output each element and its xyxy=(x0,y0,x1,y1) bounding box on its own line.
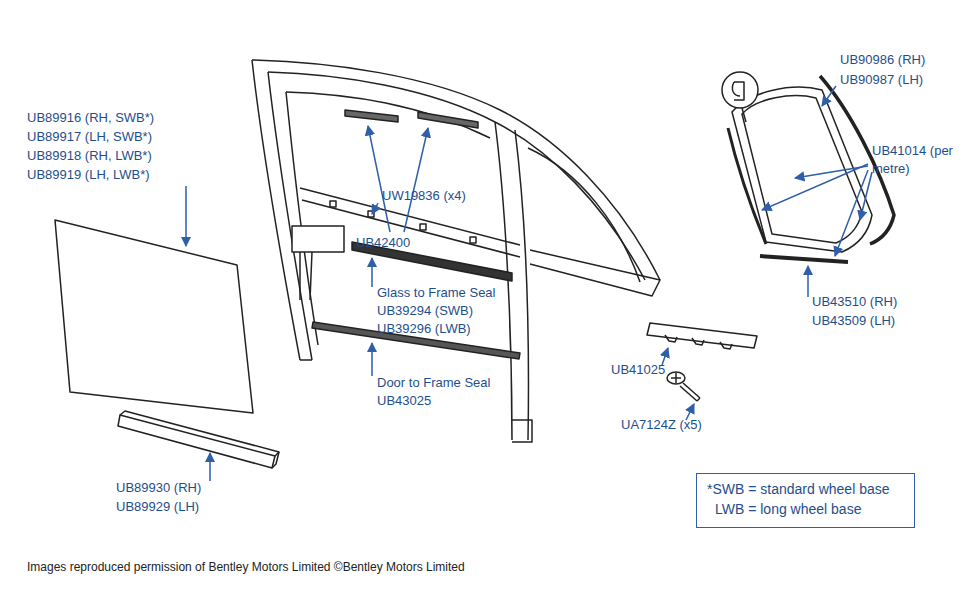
leader-line xyxy=(209,453,211,481)
leader-lines xyxy=(186,86,872,481)
frame-post xyxy=(286,92,318,345)
leader-line xyxy=(807,266,809,297)
part-label: Glass to Frame Seal xyxy=(377,284,496,302)
leader-line xyxy=(371,343,373,376)
leader-line xyxy=(372,203,378,214)
retainer-strip xyxy=(647,323,757,348)
part-label: UB89918 (RH, LWB*) xyxy=(27,147,152,165)
top-seal xyxy=(418,112,478,128)
mechanism xyxy=(292,226,344,252)
leader-line xyxy=(762,164,868,210)
screw xyxy=(671,373,681,383)
leader-line xyxy=(835,170,868,256)
frame-arm xyxy=(530,250,660,296)
copyright-note: Images reproduced permission of Bentley … xyxy=(27,558,465,576)
b-pillar-foot xyxy=(512,420,532,442)
frame-top xyxy=(286,92,490,138)
part-label: UB90987 (LH) xyxy=(840,71,923,89)
mechanism xyxy=(300,252,312,300)
part-label: UB39296 (LWB) xyxy=(377,320,471,338)
part-label: UB41025 xyxy=(611,361,665,379)
part-label: UB43510 (RH) xyxy=(812,293,897,311)
top-seal xyxy=(345,110,398,122)
leader-line xyxy=(371,258,373,287)
part-label: UB89919 (LH, LWB*) xyxy=(27,166,150,184)
frame-post xyxy=(268,72,312,360)
part-label: UB90986 (RH) xyxy=(840,51,925,69)
part-label: UB39294 (SWB) xyxy=(377,302,473,320)
part-label: UB89930 (RH) xyxy=(116,479,201,497)
line-art xyxy=(55,60,894,468)
frame-top xyxy=(268,72,645,280)
quarter-seal-bottom xyxy=(760,256,848,262)
frame-post xyxy=(300,359,312,361)
b-pillar xyxy=(515,130,528,440)
screw xyxy=(680,383,700,401)
legend-text: *SWB = standard wheel base xyxy=(707,479,904,499)
clip-hole xyxy=(330,201,336,207)
glass-channel-top xyxy=(120,411,279,456)
section-glyph xyxy=(732,82,744,100)
part-label: UB43509 (LH) xyxy=(812,312,895,330)
clip-hole xyxy=(420,224,426,230)
leader-line xyxy=(404,128,428,232)
quarter-glass xyxy=(732,87,872,252)
part-label: UB43025 xyxy=(377,392,431,410)
door-glass xyxy=(55,220,253,413)
section-circle xyxy=(722,72,758,108)
retainer-strip xyxy=(665,335,732,349)
section-leader xyxy=(742,108,746,122)
part-label: UB89929 (LH) xyxy=(116,498,199,516)
legend-text: LWB = long wheel base xyxy=(707,499,904,519)
leader-line xyxy=(860,172,872,220)
part-label: UA7124Z (x5) xyxy=(621,416,702,434)
leader-line xyxy=(368,126,390,232)
part-label: Door to Frame Seal xyxy=(377,374,490,392)
frame-post xyxy=(252,60,300,360)
frame-top xyxy=(252,60,660,280)
part-label: UB42400 xyxy=(356,234,410,252)
quarter-seal xyxy=(728,128,766,244)
part-label: UB41014 (per metre) xyxy=(872,142,962,178)
screw xyxy=(667,372,685,384)
leader-line xyxy=(822,86,836,106)
glass-channel xyxy=(118,415,275,468)
part-label: UB89917 (LH, SWB*) xyxy=(27,128,152,146)
leader-line xyxy=(185,186,187,246)
glass-channel-end xyxy=(272,452,279,468)
part-label: UW19836 (x4) xyxy=(382,187,466,205)
leader-line xyxy=(795,166,868,178)
clip-hole xyxy=(470,237,476,243)
quarter-seal xyxy=(820,76,894,244)
legend-box: *SWB = standard wheel baseLWB = long whe… xyxy=(696,473,915,528)
part-label: UB89916 (RH, SWB*) xyxy=(27,109,154,127)
